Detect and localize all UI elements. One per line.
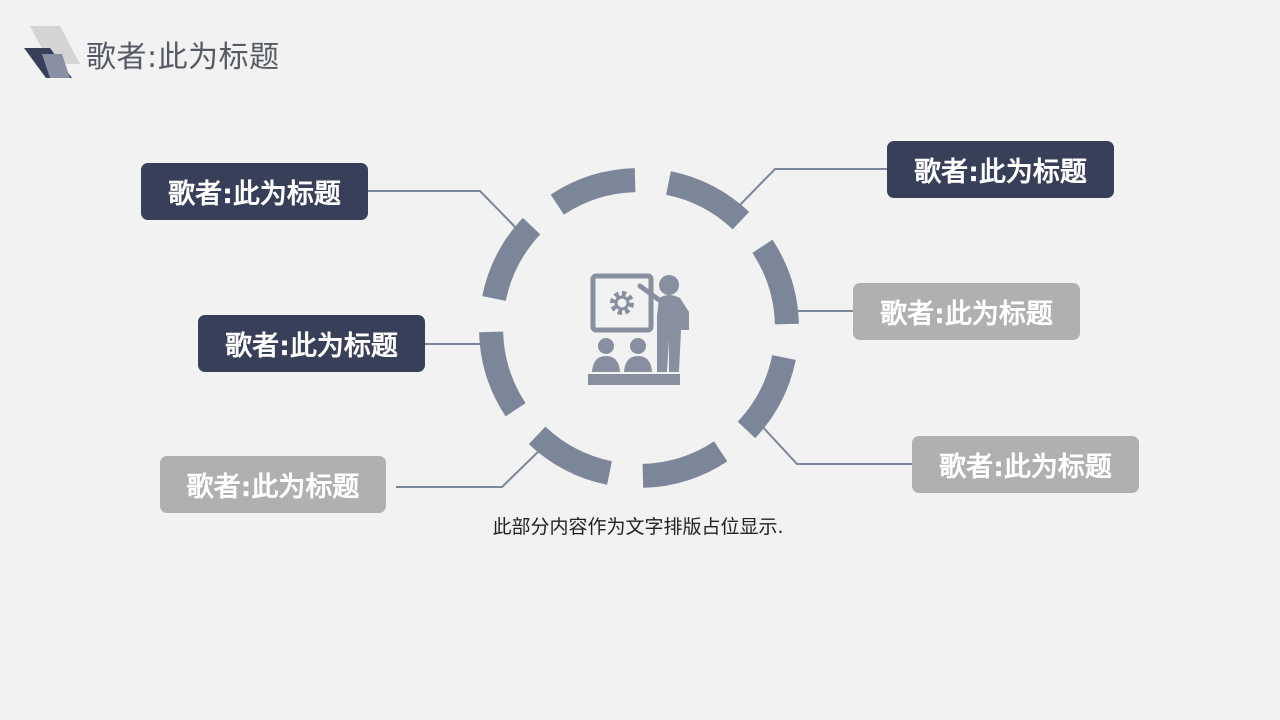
logo-icon (24, 26, 80, 78)
label-1: 歌者:此为标题 (141, 163, 368, 220)
ring (479, 168, 799, 488)
label-2: 歌者:此为标题 (887, 141, 1114, 198)
ring-segment-3 (737, 354, 796, 439)
label-4: 歌者:此为标题 (853, 283, 1080, 340)
label-6: 歌者:此为标题 (912, 436, 1139, 493)
ring-segment-4 (642, 441, 728, 488)
label-5: 歌者:此为标题 (160, 456, 386, 513)
connector-2 (736, 168, 887, 209)
presentation-meeting-icon (588, 273, 689, 385)
connector-5 (396, 447, 543, 488)
ring-segment-1 (665, 171, 750, 230)
ring-segment-2 (752, 239, 799, 325)
ring-segment-7 (482, 217, 541, 302)
connector-1 (368, 190, 521, 233)
ring-segment-8 (550, 168, 636, 215)
page-title: 歌者:此为标题 (86, 40, 280, 75)
label-3: 歌者:此为标题 (198, 315, 425, 372)
ring-segment-5 (528, 426, 613, 485)
connector-6 (759, 423, 912, 465)
ring-segment-6 (479, 331, 526, 417)
body-text: 此部分内容作为文字排版占位显示. (492, 516, 784, 538)
connectors (368, 168, 912, 488)
